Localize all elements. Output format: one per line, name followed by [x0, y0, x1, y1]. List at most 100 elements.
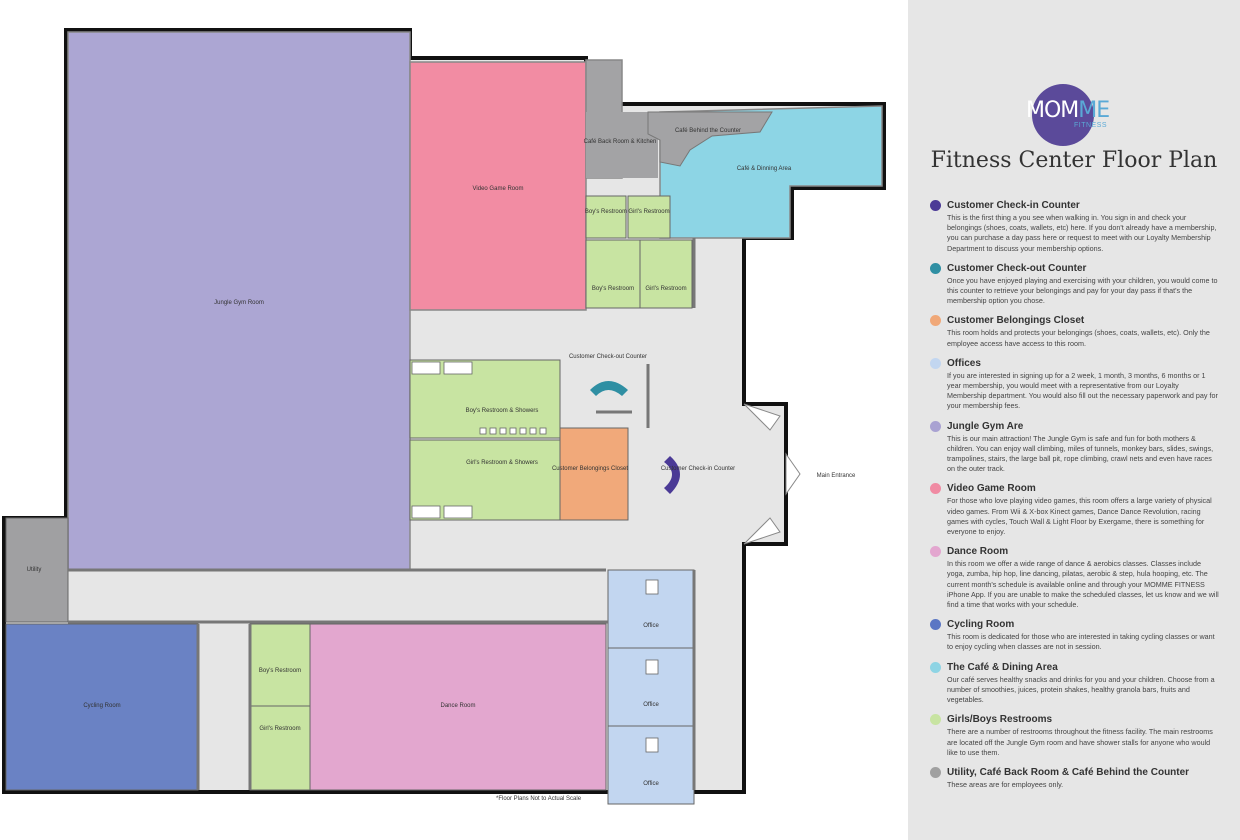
logo-circle — [1032, 84, 1094, 146]
legend-name: Utility, Café Back Room & Café Behind th… — [947, 766, 1190, 778]
legend-name: Offices — [947, 357, 981, 369]
legend-description: This is the first thing a you see when w… — [947, 213, 1217, 253]
legend-dot — [930, 420, 941, 432]
main-entrance-doors — [743, 403, 801, 545]
label-belongings: Customer Belongings Closet — [552, 466, 628, 472]
label-lower-girls: Girl's Restroom — [259, 726, 300, 732]
interior-walls — [68, 238, 696, 790]
legend-head: Cycling Room — [930, 617, 1220, 632]
label-jungle-gym: Jungle Gym Room — [214, 300, 264, 306]
legend-item: Utility, Café Back Room & Café Behind th… — [930, 765, 1220, 790]
floor-plan: Jungle Gym Room Video Game Room Café Bac… — [2, 28, 886, 805]
legend-name: Dance Room — [947, 546, 1009, 558]
label-office-1: Office — [643, 623, 659, 629]
legend-head: Customer Check-out Counter — [930, 261, 1220, 276]
label-upper-girls: Girl's Restroom — [628, 209, 669, 215]
cafe-back-room-lower — [586, 112, 658, 178]
label-checkout: Customer Check-out Counter — [569, 354, 647, 360]
legend-name: Video Game Room — [947, 483, 1036, 495]
legend-head: The Café & Dining Area — [930, 660, 1220, 675]
mid-boys-restroom[interactable] — [585, 239, 641, 309]
label-cycling: Cycling Room — [83, 703, 120, 709]
legend-description: In this room we offer a wide range of da… — [947, 559, 1219, 610]
label-lower-boys: Boy's Restroom — [259, 668, 301, 674]
scale-footnote: *Floor Plans Not to Actual Scale — [496, 796, 582, 802]
legend-name: Girls/Boys Restrooms — [947, 714, 1053, 726]
mid-girls-restroom[interactable] — [639, 239, 693, 309]
lower-girls-restroom[interactable] — [249, 705, 311, 791]
legend-dot — [930, 357, 941, 369]
legend-panel: MOMME FITNESS Fitness Center Floor Plan … — [908, 0, 1240, 840]
logo-wordmark: MOMME — [1026, 98, 1110, 123]
page-title: Fitness Center Floor Plan — [930, 148, 1218, 173]
legend-dot — [930, 766, 941, 778]
label-dance: Dance Room — [440, 703, 475, 709]
label-mid-boys: Boy's Restroom — [592, 286, 634, 292]
label-cafe-counter: Café Behind the Counter — [675, 128, 741, 134]
legend-dot — [930, 714, 941, 726]
legend-name: The Café & Dining Area — [947, 661, 1058, 673]
label-upper-boys: Boy's Restroom — [585, 209, 627, 215]
checkout-counter[interactable] — [590, 381, 628, 396]
cafe-behind-counter[interactable] — [647, 111, 773, 167]
upper-girls-restroom[interactable] — [627, 195, 671, 239]
label-checkin: Customer Check-in Counter — [661, 466, 735, 472]
label-cafe-back: Café Back Room & Kitchen — [584, 139, 657, 145]
label-girls-showers: Girl's Restroom & Showers — [466, 460, 538, 466]
legend-dot — [930, 200, 941, 211]
legend-head: Girls/Boys Restrooms — [930, 712, 1220, 727]
legend-head: Video Game Room — [930, 481, 1220, 496]
legend-head: Customer Belongings Closet — [930, 313, 1220, 328]
cycling-room[interactable] — [5, 623, 199, 791]
label-office-3: Office — [643, 781, 659, 787]
legend-name: Customer Check-out Counter — [947, 262, 1087, 274]
legend-dot — [930, 262, 941, 274]
label-cafe-dining: Café & Dinning Area — [737, 166, 792, 172]
video-game-room[interactable] — [409, 61, 587, 311]
checkin-counter[interactable] — [664, 456, 680, 494]
legend-dot — [930, 619, 941, 631]
legend-name: Customer Belongings Closet — [947, 315, 1085, 327]
label-video-game: Video Game Room — [473, 186, 524, 192]
legend-description: For those who love playing video games, … — [947, 496, 1212, 537]
legend-description: If you are interested in signing up for … — [947, 370, 1218, 411]
legend-description: There are a number of restrooms througho… — [947, 727, 1213, 757]
label-main-entrance: Main Entrance — [817, 473, 856, 479]
lower-boys-restroom[interactable] — [249, 623, 311, 707]
label-office-2: Office — [643, 702, 659, 708]
logo-subtitle: FITNESS — [1074, 122, 1108, 129]
restroom-fixtures — [411, 361, 659, 753]
legend-head: Jungle Gym Are — [930, 419, 1220, 434]
legend-name: Cycling Room — [947, 619, 1015, 631]
legend-description: These areas are for employees only. — [947, 779, 1064, 789]
upper-boys-restroom[interactable] — [585, 195, 627, 239]
legend-description: This is our main attraction! The Jungle … — [947, 433, 1214, 474]
legend-head: Dance Room — [930, 544, 1220, 559]
legend-name: Customer Check-in Counter — [947, 200, 1080, 211]
legend-name: Jungle Gym Are — [947, 420, 1024, 432]
legend-description: Once you have enjoyed playing and exerci… — [947, 275, 1218, 306]
legend-description: This room holds and protects your belong… — [947, 328, 1210, 348]
legend-dot — [930, 483, 941, 495]
legend-head: Offices — [930, 356, 1220, 371]
legend-dot — [930, 315, 941, 327]
label-mid-girls: Girl's Restroom — [645, 286, 686, 292]
label-boys-showers: Boy's Restroom & Showers — [466, 408, 539, 414]
legend-head: Customer Check-in Counter — [930, 198, 1220, 213]
label-utility: Utility — [27, 567, 42, 573]
legend-dot — [930, 661, 941, 673]
utility-room[interactable] — [5, 517, 69, 623]
jungle-gym-room[interactable] — [67, 31, 411, 571]
dance-room[interactable] — [309, 623, 607, 791]
legend-description: Our café serves healthy snacks and drink… — [947, 674, 1215, 705]
belongings-closet[interactable] — [559, 427, 629, 521]
